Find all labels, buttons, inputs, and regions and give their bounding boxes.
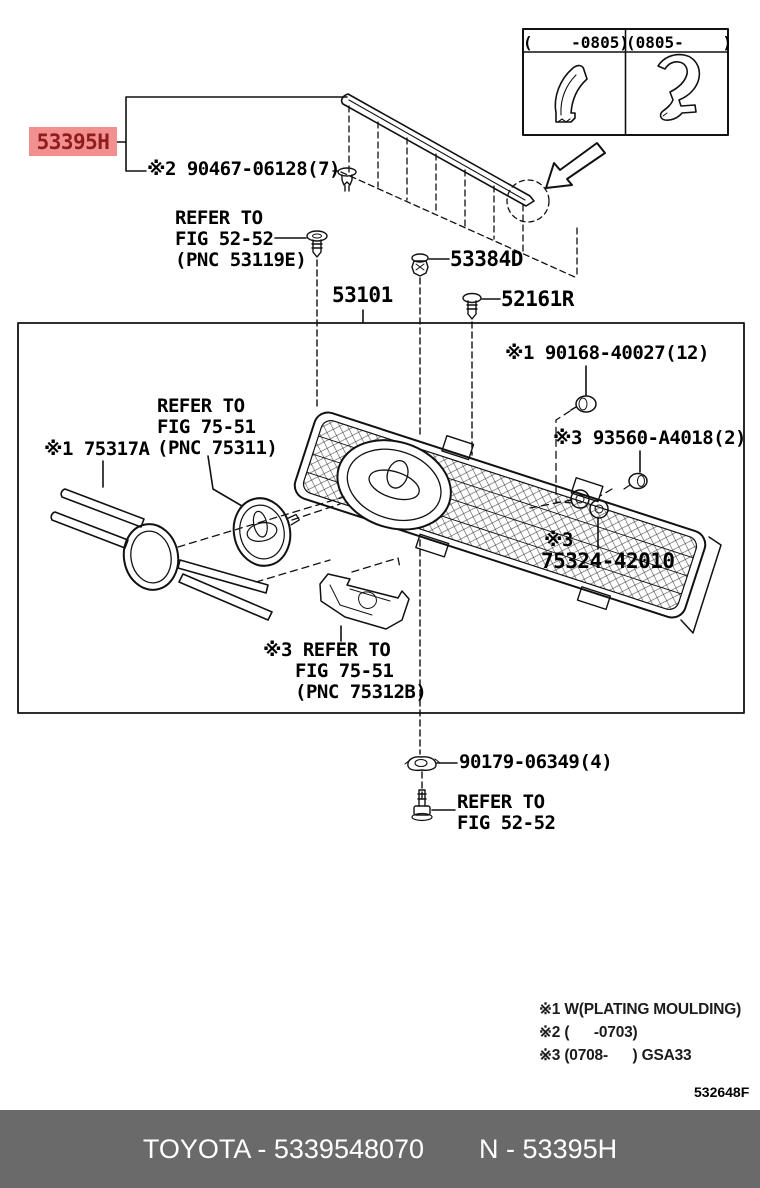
callout-52161r[interactable]: 52161R (501, 287, 574, 311)
callout-75324[interactable]: 75324-42010 (541, 549, 675, 573)
callout-53395h-lines (116, 96, 348, 172)
moulding-section-late-icon (657, 53, 701, 121)
bracket-75312b-icon (319, 573, 410, 630)
screw-52161r-icon (462, 292, 482, 320)
top-moulding-53395 (340, 93, 578, 279)
footer-part-code: N - 53395H (479, 1133, 618, 1164)
screw-90168-icon (570, 395, 597, 413)
refer-fig5252-bottom-line1: REFER TO (457, 791, 545, 813)
callout-93560[interactable]: ※3 93560-A4018(2) (553, 427, 747, 449)
footnote-2: ※2 ( -0703) (539, 1024, 638, 1041)
screw-53119e-icon (306, 230, 328, 258)
alignment-dashes (177, 410, 613, 583)
callout-75317a[interactable]: ※1 75317A (44, 438, 150, 460)
refer-fig7551-bracket-line1: ※3 REFER TO (263, 639, 391, 661)
clip-75324-icon (570, 489, 609, 519)
callout-90467[interactable]: ※2 90467-06128(7) (147, 158, 341, 180)
refer-fig7551-emblem-line2: FIG 75-51 (157, 416, 256, 438)
grille-emblem-icon (336, 439, 452, 531)
footer-catalog-number: TOYOTA - 5339548070 (142, 1133, 425, 1164)
variant-table (522, 28, 729, 136)
refer-fig7551-emblem-line3: (PNC 75311) (157, 437, 278, 459)
footnote-1: ※1 W(PLATING MOULDING) (539, 1001, 742, 1018)
callout-53101[interactable]: 53101 (332, 283, 393, 307)
figure-code: 532648F (694, 1084, 750, 1100)
clip-90179-icon (404, 756, 441, 772)
footnote-3: ※3 (0708- ) GSA33 (539, 1047, 692, 1064)
emblem-75311-icon (232, 497, 300, 567)
variant-arrow-icon (545, 142, 606, 189)
moulding-section-early-icon (554, 64, 588, 123)
refer-fig5252-bottom-line2: FIG 52-52 (457, 812, 556, 834)
bolt-fig5252-icon (411, 789, 433, 822)
callout-90168[interactable]: ※1 90168-40027(12) (505, 342, 709, 364)
refer-fig5252-top-line3: (PNC 53119E) (175, 249, 307, 271)
variant-header-late: (0805- ) (626, 33, 732, 52)
variant-header-early: ( -0805) (523, 33, 629, 52)
clip-90467-icon (337, 167, 357, 192)
refer-fig7551-bracket-line2: FIG 75-51 (295, 660, 394, 682)
refer-fig7551-emblem-line1: REFER TO (157, 395, 245, 417)
moulding-75317a-drawing (50, 488, 273, 621)
grille-53101-drawing (293, 411, 707, 619)
screw-93560-icon (623, 472, 648, 490)
callout-53384d[interactable]: 53384D (450, 247, 523, 271)
refer-fig7551-bracket-line3: (PNC 75312B) (295, 681, 427, 703)
callout-90179[interactable]: 90179-06349(4) (459, 751, 613, 773)
highlighted-part-53395h[interactable]: 53395H (29, 127, 117, 156)
diagram-frame (17, 322, 745, 714)
refer-fig5252-top-line1: REFER TO (175, 207, 263, 229)
footer-bar: TOYOTA - 5339548070 N - 53395H (0, 1110, 760, 1188)
callout-75324-prefix: ※3 (544, 529, 573, 551)
clip-53384d-icon (411, 253, 429, 277)
refer-fig5252-top-line2: FIG 52-52 (175, 228, 274, 250)
